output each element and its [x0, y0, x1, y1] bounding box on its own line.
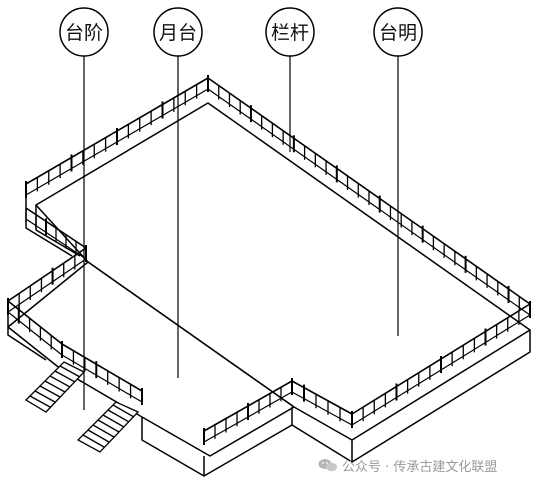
terrace-right-face	[291, 424, 353, 463]
left-stair-tread	[39, 385, 61, 398]
railing-top-rail	[7, 247, 87, 302]
label-moon-terrace-bubble: 月台	[153, 7, 203, 57]
right-stair-tread	[102, 414, 125, 428]
left-stair-tread	[54, 370, 76, 383]
railing-top-rail	[291, 380, 353, 415]
right-stair-tread	[92, 424, 115, 438]
railing-top-rail	[7, 300, 63, 345]
right-stair-tread	[112, 404, 135, 418]
railing-bottom-rail	[7, 258, 87, 313]
railing-bottom-rail	[7, 311, 63, 356]
railing-bottom-rail	[61, 354, 143, 403]
left-stair-tread	[44, 380, 66, 393]
platform-side-edge	[351, 330, 531, 463]
left-stair-tread	[49, 375, 71, 388]
platform-back-left-side	[35, 205, 81, 257]
railing-top-rail	[61, 343, 143, 392]
railings	[7, 75, 531, 445]
label-moon-terrace: 月台	[159, 22, 197, 44]
left-stair-tread	[59, 365, 81, 378]
label-steps-bubble: 台阶	[59, 7, 109, 57]
right-stair-tread	[82, 434, 105, 448]
right-stair-tread	[107, 409, 130, 423]
right-stair-tread	[97, 419, 120, 433]
right-staircase	[76, 401, 140, 453]
label-railing-bubble: 栏杆	[265, 7, 315, 57]
railing-bottom-rail	[291, 391, 353, 426]
watermark-text: 公众号 · 传承古建文化联盟	[342, 459, 498, 475]
label-platform-base: 台明	[379, 22, 417, 44]
left-stair-tread	[29, 395, 51, 408]
label-platform-base-bubble: 台明	[373, 7, 423, 57]
stairs	[24, 361, 140, 453]
right-stair-tread	[87, 429, 110, 443]
wechat-logo-icon	[318, 459, 337, 472]
label-steps: 台阶	[65, 22, 103, 44]
watermark: 公众号 · 传承古建文化联盟	[318, 455, 497, 475]
callout-lines	[83, 56, 399, 410]
left-stair-tread	[34, 390, 56, 403]
label-railing: 栏杆	[271, 22, 309, 44]
